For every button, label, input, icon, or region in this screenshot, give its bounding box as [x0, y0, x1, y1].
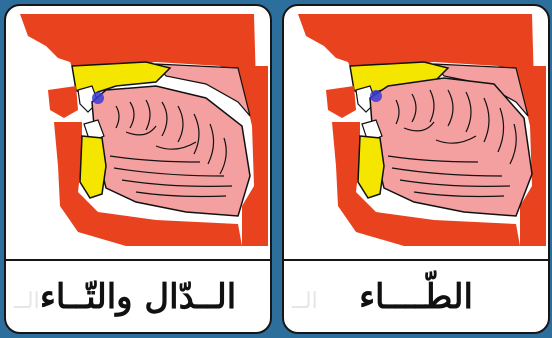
articulation-point: [92, 92, 104, 104]
card-dal-taa[interactable]: الــ الــدّال والتّــاء: [4, 4, 272, 334]
upper-lip: [48, 86, 78, 118]
articulation-point: [370, 90, 382, 102]
lower-jaw-bone: [80, 136, 106, 198]
divider: [284, 259, 548, 261]
divider: [6, 259, 270, 261]
articulation-diagram-dal-taa: [6, 6, 270, 258]
letter-caption: الــدّال والتّــاء: [6, 264, 270, 330]
card-taa-emphatic[interactable]: الــ الطّــــاء: [282, 4, 550, 334]
articulation-diagram-taa-emphatic: [284, 6, 548, 258]
letter-caption: الطّــــاء: [284, 264, 548, 330]
upper-lip: [326, 86, 356, 118]
lower-jaw-bone: [358, 136, 384, 198]
